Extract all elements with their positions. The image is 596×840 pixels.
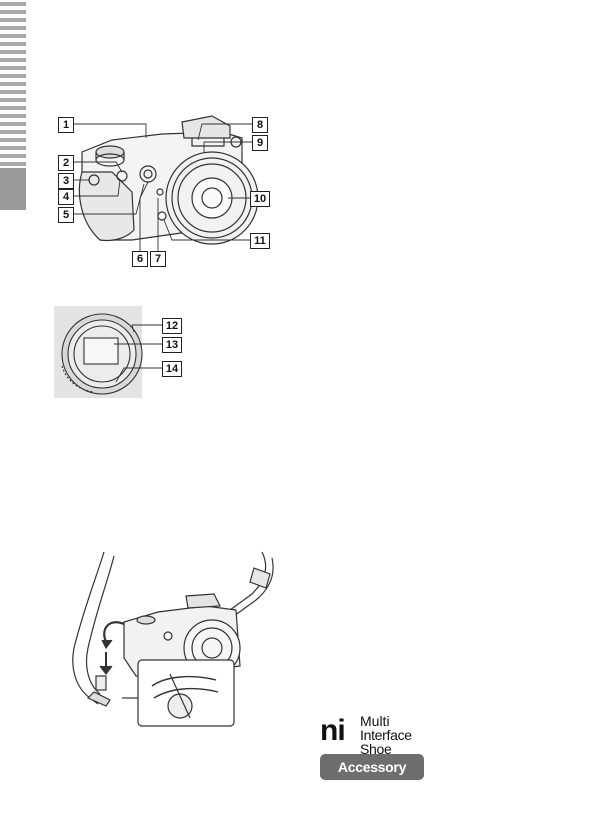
- ni-logo-line1: Multi: [360, 713, 390, 729]
- callout-13: 13: [162, 337, 182, 353]
- callout-8: 8: [252, 117, 268, 133]
- ni-logo-mark: ni: [320, 714, 346, 747]
- accessory-shoe-logo: Accessory Shoe: [320, 754, 424, 801]
- camera-mount-illustration: [54, 306, 172, 398]
- callout-2: 2: [58, 155, 74, 171]
- side-index-tab: [0, 168, 26, 210]
- strap-attachment-figure: [66, 548, 282, 730]
- ni-logo-line2: Interface Shoe: [360, 727, 412, 757]
- callout-14: 14: [162, 361, 182, 377]
- callout-6: 6: [132, 251, 148, 267]
- callout-1: 1: [58, 117, 74, 133]
- callout-12: 12: [162, 318, 182, 334]
- callout-10: 10: [250, 191, 270, 207]
- strap-attachment-illustration: [72, 551, 274, 727]
- callout-9: 9: [252, 135, 268, 151]
- callout-3: 3: [58, 173, 74, 189]
- multi-interface-shoe-logo: ni Multi Interface Shoe: [320, 713, 446, 756]
- callout-11: 11: [250, 233, 270, 249]
- callout-5: 5: [58, 207, 74, 223]
- callout-7: 7: [150, 251, 166, 267]
- camera-front-illustration: [74, 115, 259, 252]
- callout-4: 4: [58, 189, 74, 205]
- side-index-stripes: [0, 2, 26, 166]
- camera-front-figure: 1 2 3 4 5 6 7 8 9 10 11: [52, 112, 282, 270]
- camera-mount-figure: 12 13 14: [54, 306, 194, 398]
